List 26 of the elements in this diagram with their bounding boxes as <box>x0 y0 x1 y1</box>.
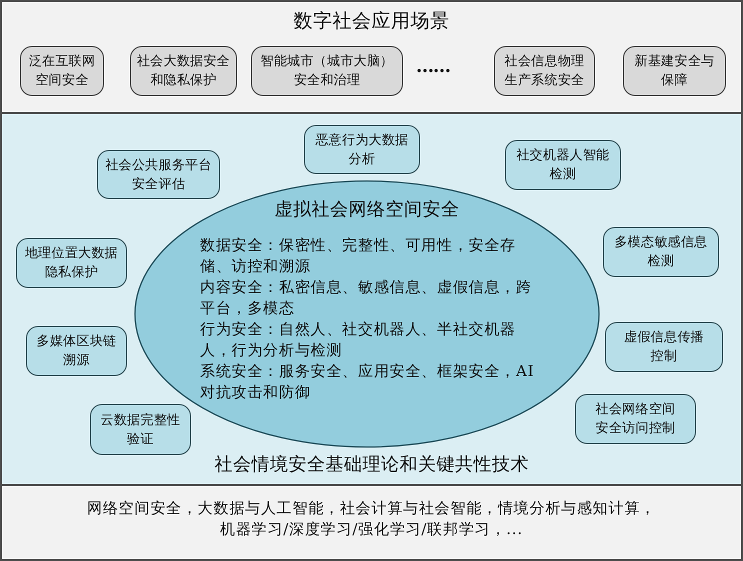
paragraph: 内容安全：私密信息、敏感信息、虚假信息，跨平台，多模态 <box>200 277 533 319</box>
scenario-box: 智能城市（城市大脑）安全和治理 <box>251 46 403 96</box>
technique-box: 多媒体区块链溯源 <box>26 326 127 376</box>
band-title: 数字社会应用场景 <box>294 9 450 34</box>
middle-band <box>0 112 743 486</box>
technique-box: 虚假信息传播控制 <box>605 322 723 372</box>
bottom-band <box>0 484 743 561</box>
technique-box: 多模态敏感信息检测 <box>603 227 719 277</box>
scenario-box: 新基建安全与保障 <box>623 46 726 96</box>
paragraph: 系统安全：服务安全、应用安全、框架安全，AI对抗攻击和防御 <box>200 361 536 403</box>
technique-box: 社会网络空间安全访问控制 <box>575 394 696 444</box>
technique-box: 地理位置大数据隐私保护 <box>16 238 127 288</box>
scenario-box: 社会大数据安全和隐私保护 <box>130 46 237 96</box>
top-band <box>0 0 743 114</box>
band-text: 网络空间安全，大数据与人工智能，社会计算与社会智能，情境分析与感知计算，机器学习/深度学习/强化学习/联邦学习，... <box>86 498 657 540</box>
scenario-box: 社会信息物理生产系统安全 <box>494 46 595 96</box>
technique-box: 云数据完整性验证 <box>90 404 191 455</box>
band-title: 社会情境安全基础理论和关键共性技术 <box>214 453 529 476</box>
technique-box: 社会公共服务平台安全评估 <box>97 150 220 199</box>
ellipsis-mark: …… <box>416 56 450 77</box>
ellipse-title: 虚拟社会网络空间安全 <box>274 198 460 221</box>
technique-box: 社交机器人智能检测 <box>505 140 621 190</box>
technique-box: 恶意行为大数据分析 <box>304 125 420 174</box>
scenario-box: 泛在互联网空间安全 <box>20 46 104 96</box>
paragraph: 数据安全：保密性、完整性、可用性，安全存储、访控和溯源 <box>200 235 517 277</box>
paragraph: 行为安全：自然人、社交机器人、半社交机器人，行为分析与检测 <box>200 319 517 361</box>
